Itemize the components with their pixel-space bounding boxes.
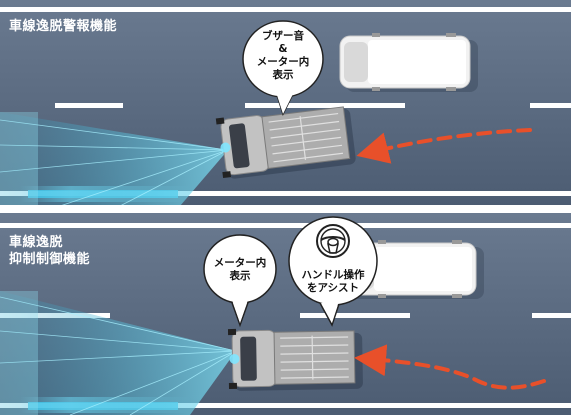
white-van-icon <box>339 33 478 92</box>
bubble-line: ブザー音 <box>262 30 304 42</box>
road-scene-top <box>0 0 571 207</box>
steering-wheel-icon <box>316 224 350 258</box>
red-dashed-trajectory-arrow <box>354 344 546 390</box>
camera-beam-icon <box>0 112 228 206</box>
beam-fog <box>0 291 38 415</box>
notification-bubble <box>242 20 324 116</box>
road-edge-line <box>0 223 571 228</box>
bubble-text-meter: メーター内 表示 <box>210 257 270 283</box>
lane-departure-prevention-panel: 車線逸脱 抑制制御機能 メーター内 表示 ハンドル操作 をアシスト <box>0 213 571 415</box>
lane-departure-warning-panel: 車線逸脱警報機能 ブザー音 & メーター内 表示 <box>0 0 571 207</box>
camera-beam-lines <box>0 119 229 207</box>
bubble-text-buzzer: ブザー音 & メーター内 表示 <box>253 30 313 82</box>
road-edge-line <box>0 7 571 12</box>
beam-fog <box>0 112 38 207</box>
panel-title-line: 抑制制御機能 <box>9 252 91 267</box>
bubble-line: メーター内 <box>213 257 267 269</box>
bubble-line: をアシスト <box>306 282 360 294</box>
pickup-truck-icon <box>227 328 363 391</box>
meter-display-bubble <box>203 234 277 328</box>
panel-title-line: 車線逸脱警報機能 <box>9 19 118 34</box>
bubble-text-steering: ハンドル操作 をアシスト <box>296 269 370 295</box>
steering-assist-bubble <box>288 216 378 327</box>
pickup-truck-icon <box>215 106 356 179</box>
panel-title-top: 車線逸脱警報機能 <box>9 18 117 35</box>
road-scene-bottom <box>0 213 571 415</box>
dashed-center-line <box>55 103 571 108</box>
bubble-line: 表示 <box>272 69 294 81</box>
bubble-line: 表示 <box>229 270 251 282</box>
camera-beam-lines <box>0 296 237 415</box>
panel-title-line: 車線逸脱 <box>9 235 64 250</box>
camera-beam-icon <box>0 291 236 415</box>
bubble-line: ハンドル操作 <box>301 269 365 281</box>
panel-title-bottom: 車線逸脱 抑制制御機能 <box>9 234 90 268</box>
bubble-line: & <box>278 43 288 55</box>
road-edge-line-bottom <box>0 191 571 196</box>
bubble-line: メーター内 <box>256 56 310 68</box>
road-edge-line-bottom <box>0 403 571 408</box>
red-dashed-trajectory-arrow <box>356 128 532 164</box>
